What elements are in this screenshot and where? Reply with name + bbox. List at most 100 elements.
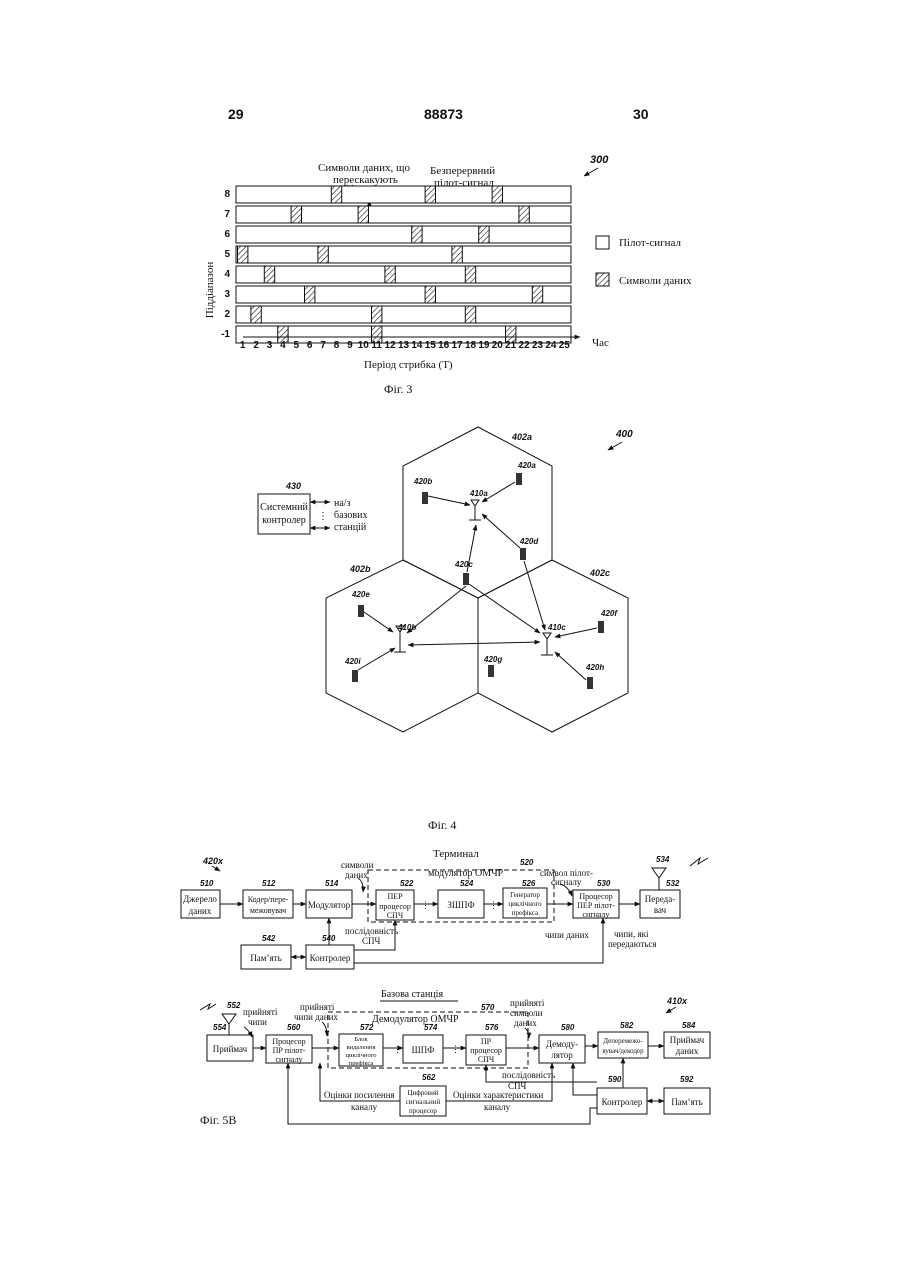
ifft-ref: 524 bbox=[460, 879, 474, 888]
x-tick-label: 17 bbox=[452, 340, 464, 351]
rpp-l3: сигналу bbox=[275, 1055, 302, 1064]
x-tick-label: 2 bbox=[253, 340, 259, 351]
legend-data-swatch bbox=[596, 273, 609, 286]
rx-parallel-dots-2: ⋮ bbox=[451, 1044, 460, 1054]
cell-402b bbox=[326, 560, 478, 732]
rpp-l2: ПР пілот- bbox=[273, 1046, 306, 1055]
fh-l2: процесор bbox=[379, 902, 411, 911]
t-d-label: 420d bbox=[519, 537, 539, 546]
fig5b-base-station: Базова станція 410x Демодулятор ОМЧР 570… bbox=[200, 989, 710, 1127]
x-tick-label: 10 bbox=[358, 340, 370, 351]
tx-l2: вач bbox=[654, 905, 667, 915]
data-symbols-1: символи bbox=[341, 860, 374, 870]
rmem-ref: 592 bbox=[680, 1075, 694, 1084]
cp-ref: 526 bbox=[522, 879, 536, 888]
fft-ref: 574 bbox=[424, 1023, 438, 1032]
tx-l1: Переда- bbox=[645, 894, 675, 904]
fig3-y-ticks: 8765432-1 bbox=[221, 189, 230, 340]
x-tick-label: 15 bbox=[425, 340, 437, 351]
recv-sym-2: символи bbox=[510, 1008, 543, 1018]
cell-b-label: 402b bbox=[349, 564, 371, 574]
parallel-dots-2: ⋮ bbox=[489, 900, 498, 910]
y-tick-label: 6 bbox=[224, 229, 230, 240]
pp-l3: сигналу bbox=[582, 910, 609, 919]
data-symbol-cell bbox=[291, 206, 301, 223]
t-e-label: 420e bbox=[351, 590, 370, 599]
recv-sym-1: прийняті bbox=[510, 998, 545, 1008]
data-symbol-cell bbox=[264, 266, 274, 283]
cpr-l4: префікса bbox=[349, 1060, 374, 1067]
pp-l2: ПЕР пілот- bbox=[577, 901, 615, 910]
fig3-label-data-hop-1: Символи даних, що bbox=[318, 162, 411, 174]
data-symbol-cell bbox=[251, 306, 261, 323]
controller-l2: контролер bbox=[262, 515, 306, 526]
data-symbol-cell bbox=[372, 306, 382, 323]
base-station-410b: 410b bbox=[394, 623, 416, 652]
terminal-420h-icon bbox=[587, 677, 593, 689]
x-tick-label: 7 bbox=[320, 340, 326, 351]
y-tick-label: 4 bbox=[224, 269, 230, 280]
rx-ant-ref: 552 bbox=[227, 1001, 241, 1010]
bs-a-label: 410a bbox=[469, 489, 488, 498]
rctrl-ref: 590 bbox=[608, 1075, 622, 1084]
demod-ref: 580 bbox=[561, 1023, 575, 1032]
fig3-label-cont-pilot-1: Безперервний bbox=[430, 165, 495, 177]
sink-l1: Приймач bbox=[670, 1035, 705, 1045]
parallel-dots-1: ⋮ bbox=[421, 900, 430, 910]
resp-est-1: Оцінки характеристики bbox=[453, 1090, 544, 1100]
fig5b-caption: Фіг. 5В bbox=[200, 1113, 236, 1127]
data-symbol-cell bbox=[465, 266, 475, 283]
x-tick-label: 6 bbox=[307, 340, 313, 351]
recv-sym-3: даних bbox=[514, 1018, 537, 1028]
mod-l1: Модулятор bbox=[308, 900, 351, 910]
controller-ref: 430 bbox=[285, 481, 301, 491]
rfh-l1: ПР bbox=[481, 1037, 492, 1046]
ifft-l1: ЗШПФ bbox=[447, 900, 474, 910]
x-tick-label: 3 bbox=[267, 340, 273, 351]
data-symbol-cell bbox=[519, 206, 529, 223]
x-tick-label: 8 bbox=[334, 340, 340, 351]
src-l1: Джерело bbox=[183, 894, 217, 904]
rpp-l1: Процесор bbox=[272, 1037, 305, 1046]
recv-data-chips-1: прийняті bbox=[300, 1002, 335, 1012]
ofdm-demod-title: Демодулятор ОМЧР bbox=[372, 1014, 459, 1025]
cpr-ref: 572 bbox=[360, 1023, 374, 1032]
ctrl-l1: Контролер bbox=[310, 953, 351, 963]
t-c-label: 420c bbox=[454, 560, 473, 569]
radio-wave-icon bbox=[690, 858, 708, 866]
x-tick-label: 5 bbox=[294, 340, 300, 351]
subband-row bbox=[236, 186, 571, 203]
subband-row bbox=[236, 226, 571, 243]
x-tick-label: 11 bbox=[371, 340, 382, 351]
to-from-2: базових bbox=[334, 510, 368, 521]
resp-est-2: каналу bbox=[484, 1102, 511, 1112]
data-symbol-cell bbox=[479, 226, 489, 243]
terminal-420i-icon bbox=[352, 670, 358, 682]
fig4-caption: Фіг. 4 bbox=[428, 818, 456, 832]
t-g-label: 420g bbox=[483, 655, 502, 664]
gain-est-2: каналу bbox=[351, 1102, 378, 1112]
fh-seq-2: СПЧ bbox=[362, 936, 381, 946]
legend-pilot-swatch bbox=[596, 236, 609, 249]
base-station-title: Базова станція bbox=[381, 989, 443, 1000]
data-symbol-cell bbox=[465, 306, 475, 323]
data-symbol-cell bbox=[425, 286, 435, 303]
cp-l1: Генератор bbox=[510, 891, 540, 899]
cpr-l2: видалення bbox=[347, 1044, 376, 1051]
t-a-label: 420a bbox=[517, 461, 536, 470]
x-tick-label: 14 bbox=[411, 340, 423, 351]
rpp-ref: 560 bbox=[287, 1023, 301, 1032]
mem-l1: Пам’ять bbox=[250, 953, 281, 963]
base-station-410a: 410a bbox=[469, 489, 488, 520]
y-tick-label: 8 bbox=[224, 189, 230, 200]
sink-ref: 584 bbox=[682, 1021, 696, 1030]
rx-wave-icon bbox=[200, 1004, 216, 1010]
data-symbol-cell bbox=[452, 246, 462, 263]
dec-l1: Деперемежо- bbox=[603, 1037, 643, 1045]
x-tick-label: 12 bbox=[385, 340, 397, 351]
data-symbol-cell bbox=[305, 286, 315, 303]
data-symbol-cell bbox=[492, 186, 502, 203]
data-symbol-cell bbox=[358, 206, 368, 223]
t-b-label: 420b bbox=[413, 477, 432, 486]
controller-l1: Системний bbox=[260, 502, 308, 513]
